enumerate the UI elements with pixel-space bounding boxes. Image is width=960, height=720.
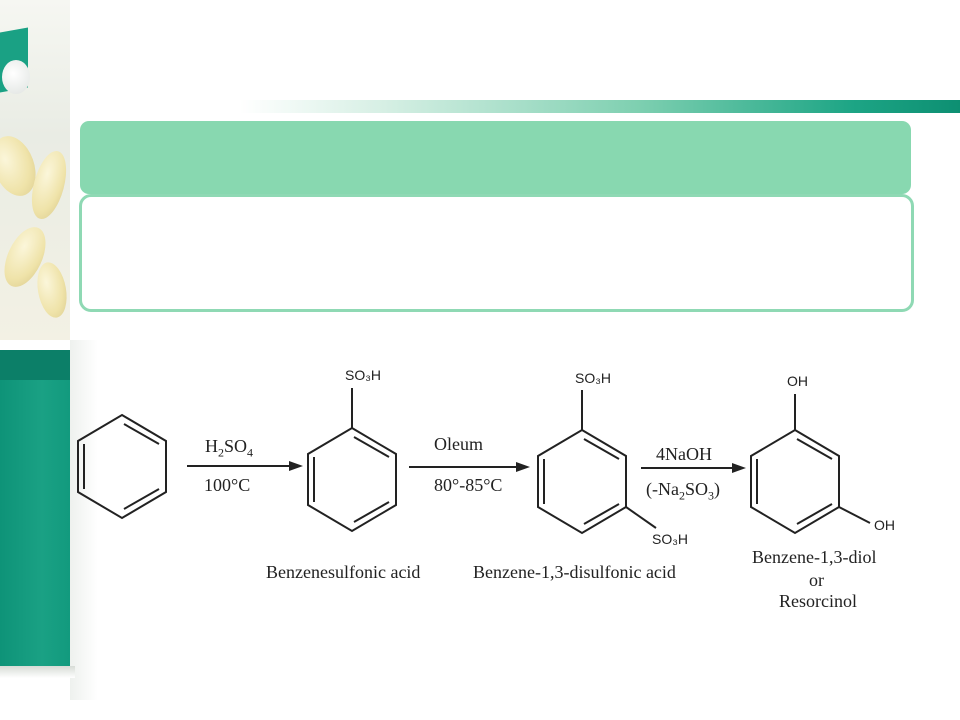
caption-or: or: [809, 570, 824, 590]
decorative-shadow: [0, 666, 75, 678]
decorative-teal-bar: [0, 350, 70, 670]
arrowhead-2: [516, 462, 530, 472]
content-placeholder[interactable]: [79, 194, 914, 312]
decorative-pills-photo: [0, 0, 73, 340]
arrowhead-3: [732, 463, 746, 473]
caption-disulfonic-acid: Benzene-1,3-disulfonic acid: [473, 562, 676, 582]
so3h-label-3: SO₃H: [652, 531, 689, 547]
benzenesulfonic-acid-ring: [307, 388, 397, 533]
title-placeholder[interactable]: [80, 121, 911, 194]
step2-reagent-bottom: 80°-85°C: [434, 475, 503, 495]
so3h-label-2: SO₃H: [575, 370, 612, 386]
caption-resorcinol: Resorcinol: [779, 591, 857, 611]
oh-label-2: OH: [874, 517, 895, 533]
benzene-ring: [77, 413, 167, 520]
caption-benzene-diol: Benzene-1,3-diol: [752, 547, 877, 567]
pill-image: [2, 60, 30, 94]
step2-reagent-top: Oleum: [434, 434, 483, 454]
resorcinol-ring: [750, 394, 871, 535]
decorative-teal-bar-top: [0, 350, 70, 380]
arrowhead-1: [289, 461, 303, 471]
so3h-label-1: SO₃H: [345, 367, 382, 383]
oh-label-1: OH: [787, 373, 808, 389]
step3-reagent-top: 4NaOH: [656, 444, 712, 464]
disulfonic-acid-ring: [537, 390, 657, 535]
step1-reagent-top: H2SO4: [205, 436, 254, 460]
step1-reagent-bottom: 100°C: [204, 475, 251, 495]
header-gradient-line: [240, 100, 960, 113]
step3-reagent-bottom: (-Na2SO3): [646, 479, 720, 503]
decorative-side-strip: [70, 340, 98, 700]
caption-benzenesulfonic-acid: Benzenesulfonic acid: [266, 562, 421, 582]
